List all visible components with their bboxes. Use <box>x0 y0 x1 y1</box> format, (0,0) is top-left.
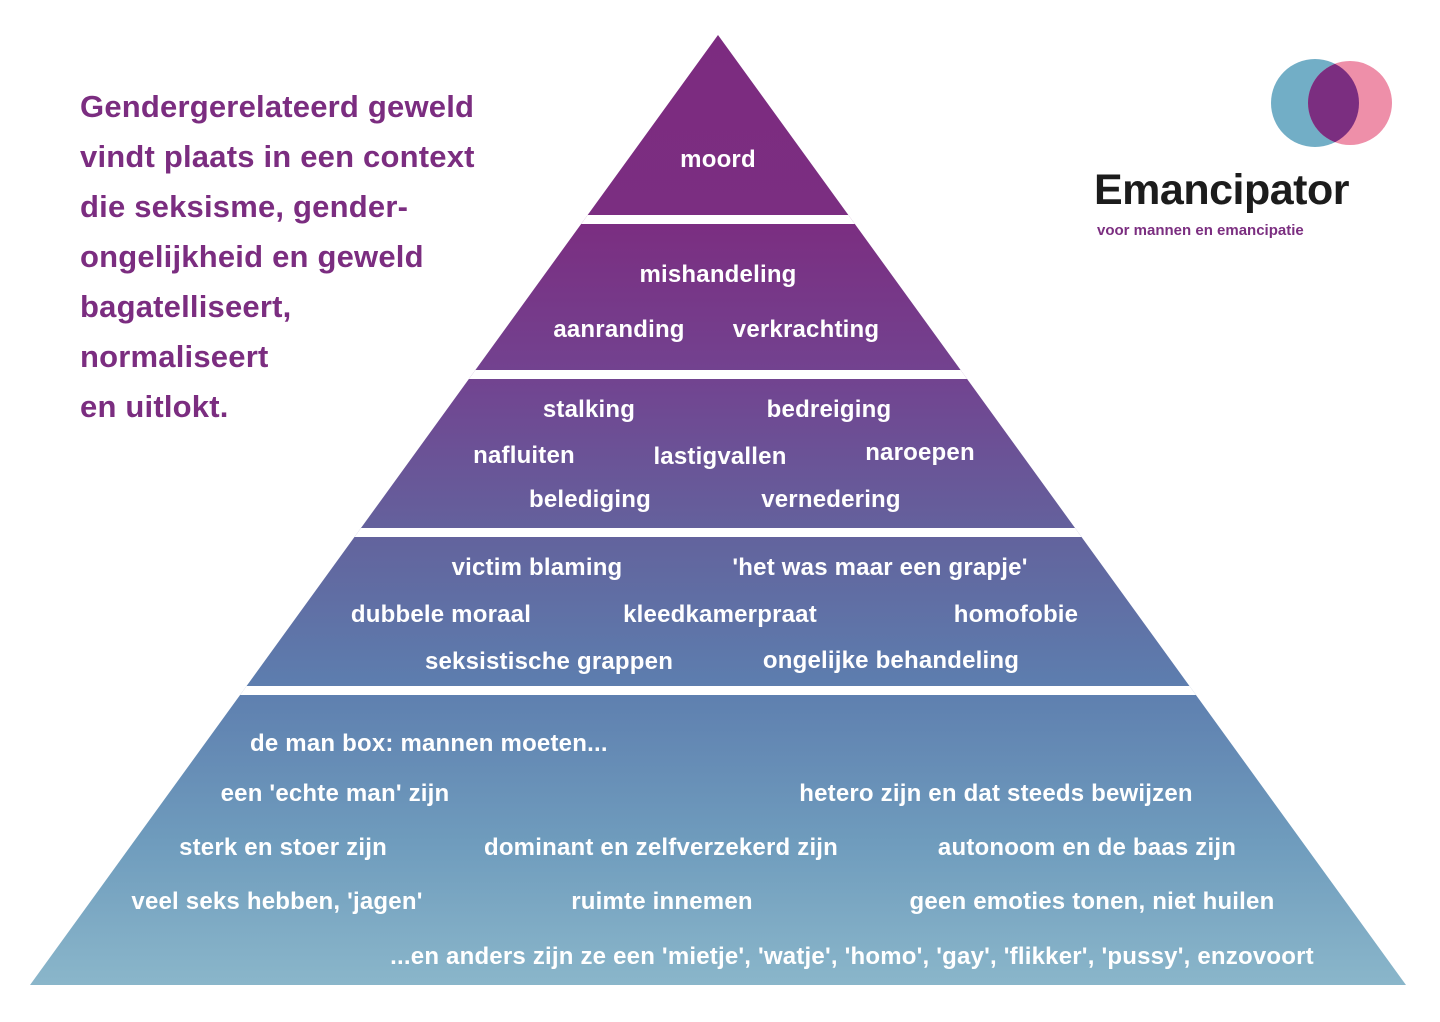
label-verkrachting: verkrachting <box>732 316 880 343</box>
label-nafluiten: nafluiten <box>473 442 575 469</box>
label-anders: ...en anders zijn ze een 'mietje', 'watj… <box>390 943 1314 970</box>
tier-divider <box>30 686 1406 695</box>
logo-mark-icon <box>1271 59 1392 147</box>
label-aanranding: aanranding <box>553 316 685 343</box>
intro-line: en uitlokt. <box>80 389 229 424</box>
label-vernedering: vernedering <box>761 486 901 513</box>
label-moord: moord <box>680 146 756 173</box>
man-box-prefix: de <box>250 730 279 757</box>
intro-line: normaliseert <box>80 339 269 374</box>
label-sterk: sterk en stoer zijn <box>179 834 387 861</box>
man-box-rest: : mannen moeten... <box>385 730 608 757</box>
logo-tagline: voor mannen en emancipatie <box>1097 222 1304 239</box>
label-kleedkamerpraat: kleedkamerpraat <box>623 601 817 628</box>
tier-divider <box>30 370 1406 379</box>
intro-line: ongelijkheid en geweld <box>80 239 424 274</box>
label-victim-blaming: victim blaming <box>451 554 623 581</box>
label-stalking: stalking <box>542 396 636 423</box>
intro-line: vindt plaats in een context <box>80 139 475 174</box>
intro-text: Gendergerelateerd geweld vindt plaats in… <box>80 82 475 432</box>
label-echte-man: een 'echte man' zijn <box>220 780 450 807</box>
man-box-bold: man box <box>285 730 386 757</box>
label-bedreiging: bedreiging <box>766 396 892 423</box>
logo-overlap-lens <box>1308 61 1359 145</box>
label-homofobie: homofobie <box>953 601 1079 628</box>
tier-divider <box>30 215 1406 224</box>
label-dubbele-moraal: dubbele moraal <box>350 601 532 628</box>
intro-line: die seksisme, gender- <box>80 189 409 224</box>
label-ongelijke-behandeling: ongelijke behandeling <box>762 647 1020 674</box>
label-hetero: hetero zijn en dat steeds bewijzen <box>799 780 1193 807</box>
label-ruimte: ruimte innemen <box>571 888 753 915</box>
label-belediging: belediging <box>529 486 651 513</box>
label-autonoom: autonoom en de baas zijn <box>937 834 1237 861</box>
label-emoties: geen emoties tonen, niet huilen <box>909 888 1275 915</box>
label-seksistische-grappen: seksistische grappen <box>424 648 674 675</box>
label-man-box: de man box: mannen moeten... <box>250 730 608 758</box>
label-mishandeling: mishandeling <box>639 261 797 288</box>
intro-line: bagatelliseert, <box>80 289 292 324</box>
label-seks: veel seks hebben, 'jagen' <box>131 888 423 915</box>
label-grapje: 'het was maar een grapje' <box>732 554 1028 581</box>
logo-wordmark: Emancipator <box>1094 166 1349 214</box>
intro-line: Gendergerelateerd geweld <box>80 89 475 124</box>
label-naroepen: naroepen <box>865 439 975 466</box>
tier-divider <box>30 528 1406 537</box>
label-lastigvallen: lastigvallen <box>653 443 787 470</box>
label-dominant: dominant en zelfverzekerd zijn <box>483 834 839 861</box>
